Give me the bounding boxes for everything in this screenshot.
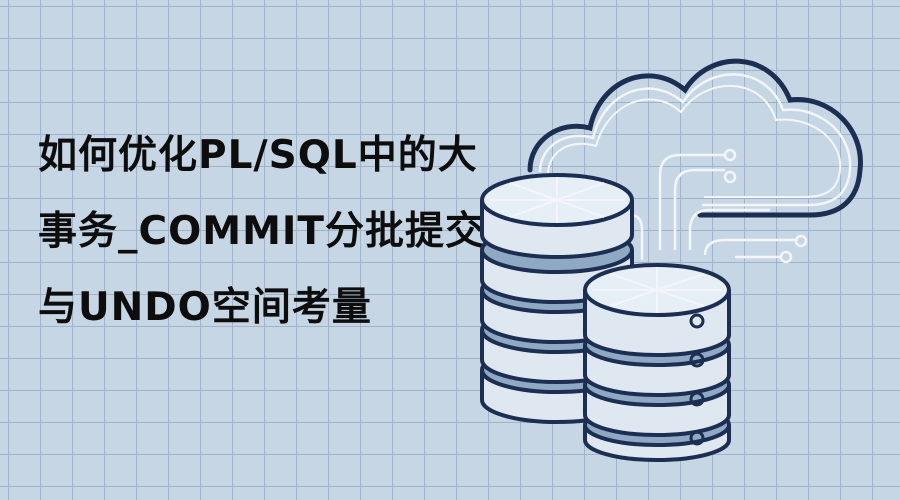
database-cloud-illustration — [480, 58, 863, 462]
cloud-icon — [527, 58, 863, 218]
headline-line-3: 与UNDO空间考量 — [38, 285, 372, 330]
headline-line-1: 如何优化PL/SQL中的大 — [38, 133, 478, 178]
database-stack-icon — [583, 263, 731, 462]
database-stack-icon — [480, 173, 634, 424]
headline: 如何优化PL/SQL中的大 事务_COMMIT分批提交 与UNDO空间考量 — [38, 118, 485, 346]
headline-line-2: 事务_COMMIT分批提交 — [38, 209, 486, 254]
